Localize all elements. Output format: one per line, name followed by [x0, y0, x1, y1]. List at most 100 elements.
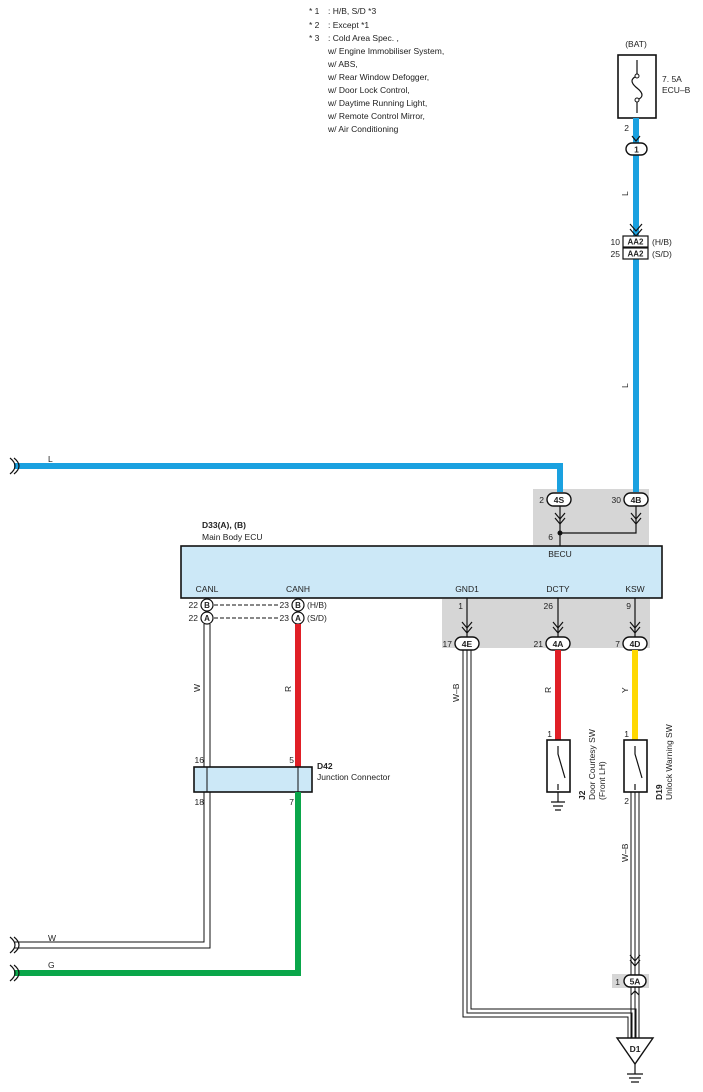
fuse-icon	[631, 60, 643, 113]
svg-text:w/ ABS,: w/ ABS,	[327, 59, 358, 69]
main-body-ecu	[180, 545, 663, 599]
svg-text:(S/D): (S/D)	[307, 613, 327, 623]
connector-canh-b	[291, 598, 305, 612]
svg-text:2: 2	[539, 495, 544, 505]
ground-icon	[551, 801, 565, 811]
svg-text:4E: 4E	[462, 639, 473, 649]
svg-text:: H/B, S/D *3: : H/B, S/D *3	[328, 6, 376, 16]
svg-text:(Front LH): (Front LH)	[597, 761, 607, 800]
svg-text:21: 21	[534, 639, 544, 649]
svg-text:4A: 4A	[553, 639, 564, 649]
svg-text:17: 17	[443, 639, 453, 649]
svg-text:30: 30	[612, 495, 622, 505]
svg-text:w/ Rear Window Defogger,: w/ Rear Window Defogger,	[327, 72, 429, 82]
svg-text:7: 7	[615, 639, 620, 649]
svg-text:B: B	[204, 601, 210, 610]
svg-text:6: 6	[548, 532, 553, 542]
svg-text:23: 23	[280, 600, 290, 610]
svg-text:B: B	[295, 601, 301, 610]
svg-text:J2: J2	[577, 790, 587, 800]
wire-label-wb-gnd: W–B	[451, 683, 461, 702]
connector-canl-a	[200, 611, 214, 625]
svg-text:18: 18	[195, 797, 205, 807]
svg-text:BECU: BECU	[548, 549, 572, 559]
svg-text:23: 23	[280, 613, 290, 623]
switch-j2: 1 J2 Door Courtesy SW (Front LH)	[546, 729, 607, 811]
svg-text:4S: 4S	[554, 495, 565, 505]
svg-text:D42: D42	[317, 761, 333, 771]
ground-icon	[627, 1073, 643, 1083]
wire-g	[14, 792, 301, 976]
svg-text:CANH: CANH	[286, 584, 310, 594]
svg-text:7: 7	[289, 797, 294, 807]
svg-text:(H/B): (H/B)	[652, 237, 672, 247]
switch-icon	[634, 746, 643, 790]
svg-text:w/ Daytime Running Light,: w/ Daytime Running Light,	[327, 98, 427, 108]
svg-text:2: 2	[624, 123, 629, 133]
svg-text:(S/D): (S/D)	[652, 249, 672, 259]
svg-text:DCTY: DCTY	[546, 584, 569, 594]
wire-break-left-l	[9, 457, 20, 475]
wire-label-l-left: L	[48, 454, 53, 464]
svg-text:AA2: AA2	[627, 238, 644, 247]
ground-d1: D1	[615, 1037, 655, 1083]
wire-label-w-left: W	[48, 933, 56, 943]
svg-text:* 1: * 1	[309, 6, 320, 16]
fuse-source: (BAT)	[625, 39, 647, 49]
wire-label-wb-sw: W–B	[620, 843, 630, 862]
svg-text:9: 9	[626, 601, 631, 611]
svg-text:KSW: KSW	[625, 584, 644, 594]
svg-text:25: 25	[611, 249, 621, 259]
svg-text:5A: 5A	[630, 977, 641, 987]
wire-label-y-ksw: Y	[620, 687, 630, 693]
svg-text:4D: 4D	[630, 639, 641, 649]
wire-label-r-canh: R	[283, 686, 293, 692]
connector-4s	[546, 492, 572, 507]
junction-connector-d42	[193, 766, 313, 793]
svg-text:Unlock Warning SW: Unlock Warning SW	[664, 724, 674, 800]
connector-1	[625, 142, 648, 156]
svg-text:22: 22	[189, 613, 199, 623]
svg-text:ECU–B: ECU–B	[662, 85, 691, 95]
svg-text:1: 1	[547, 729, 552, 739]
svg-text:7. 5A: 7. 5A	[662, 74, 682, 84]
notes: * 1 : H/B, S/D *3 * 2 : Except *1 * 3 : Col…	[309, 6, 444, 134]
svg-text:(H/B): (H/B)	[307, 600, 327, 610]
wire-label-l-top: L	[620, 191, 630, 196]
svg-text:1: 1	[624, 729, 629, 739]
wire-break-left-w	[9, 936, 20, 954]
svg-text:1: 1	[458, 601, 463, 611]
connector-canl-b	[200, 598, 214, 612]
svg-text:1: 1	[634, 145, 639, 155]
svg-text:16: 16	[195, 755, 205, 765]
ground-triangle-icon	[615, 1037, 655, 1066]
svg-text:26: 26	[544, 601, 554, 611]
switch-icon	[557, 746, 566, 790]
svg-text:D19: D19	[654, 784, 664, 800]
svg-text:: Cold Area Spec. ,: : Cold Area Spec. ,	[328, 33, 399, 43]
wire-label-w-vertical: W	[192, 684, 202, 692]
svg-text:4B: 4B	[631, 495, 642, 505]
switch-d19: 1 2 D19 Unlock Warning SW	[623, 724, 674, 806]
svg-text:1: 1	[615, 977, 620, 987]
svg-text:w/ Remote Control Mirror,: w/ Remote Control Mirror,	[327, 111, 425, 121]
svg-text:: Except *1: : Except *1	[328, 20, 369, 30]
svg-text:22: 22	[189, 600, 199, 610]
svg-text:GND1: GND1	[455, 584, 479, 594]
svg-text:Junction Connector: Junction Connector	[317, 772, 390, 782]
svg-text:10: 10	[611, 237, 621, 247]
svg-text:A: A	[295, 614, 301, 623]
wire-label-g-left: G	[48, 960, 55, 970]
ecu-id: D33(A), (B)	[202, 520, 246, 530]
svg-text:5: 5	[289, 755, 294, 765]
connector-aa2-hb	[622, 235, 649, 248]
wire-break-left-g	[9, 964, 20, 982]
svg-text:* 3: * 3	[309, 33, 320, 43]
svg-text:* 2: * 2	[309, 20, 320, 30]
wire-label-r-dcty: R	[543, 687, 553, 693]
ecu-name: Main Body ECU	[202, 532, 262, 542]
svg-text:w/ Engine Immobiliser System,: w/ Engine Immobiliser System,	[327, 46, 444, 56]
wire-l-horizontal	[14, 463, 563, 492]
svg-text:Door Courtesy SW: Door Courtesy SW	[587, 729, 597, 800]
